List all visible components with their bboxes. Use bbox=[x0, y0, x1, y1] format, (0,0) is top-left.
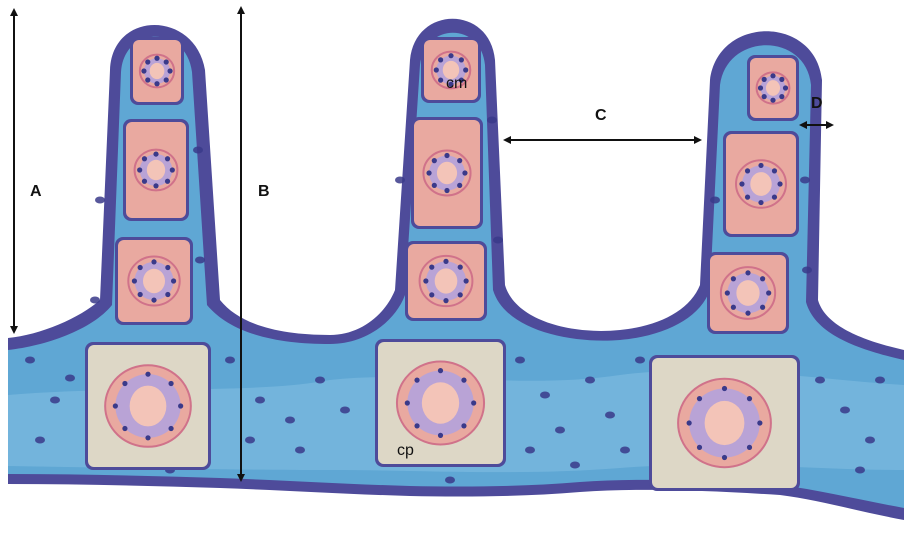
epithelial-cell bbox=[411, 117, 483, 229]
label-c: C bbox=[595, 108, 607, 124]
label-cp: cp bbox=[397, 443, 414, 459]
label-d: D bbox=[811, 96, 823, 112]
epithelial-cell bbox=[405, 241, 487, 321]
label-b: B bbox=[258, 184, 270, 200]
epithelial-cell bbox=[649, 355, 800, 491]
label-a: A bbox=[30, 184, 42, 200]
epithelial-cell bbox=[123, 119, 189, 221]
epithelial-cell bbox=[130, 37, 184, 105]
epithelial-cell bbox=[375, 339, 506, 467]
epithelial-cell bbox=[747, 55, 799, 121]
epithelial-cell bbox=[421, 37, 481, 103]
epithelial-cell bbox=[85, 342, 211, 470]
epithelial-cell bbox=[723, 131, 799, 237]
label-cm: cm bbox=[446, 76, 467, 92]
epithelial-cell bbox=[115, 237, 193, 325]
epithelial-cell bbox=[707, 252, 789, 334]
